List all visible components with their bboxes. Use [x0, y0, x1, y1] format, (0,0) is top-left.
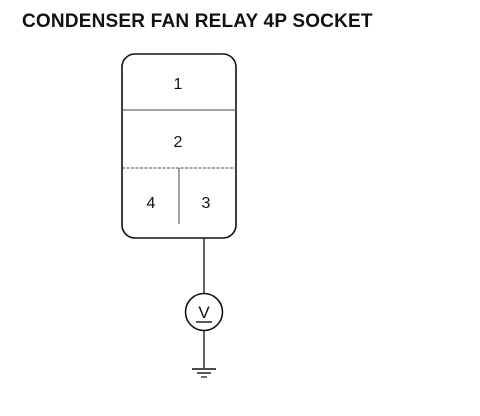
voltmeter-symbol: V [198, 303, 210, 322]
diagram-title: CONDENSER FAN RELAY 4P SOCKET [22, 11, 373, 32]
voltmeter-icon: V [184, 292, 224, 332]
terminal-label: 4 [147, 195, 156, 212]
terminal-label: 2 [174, 134, 183, 151]
terminal-label: 3 [202, 195, 211, 212]
terminal-label: 1 [174, 76, 183, 93]
relay-socket-outline [121, 53, 237, 239]
ground-symbol-icon [192, 368, 216, 378]
